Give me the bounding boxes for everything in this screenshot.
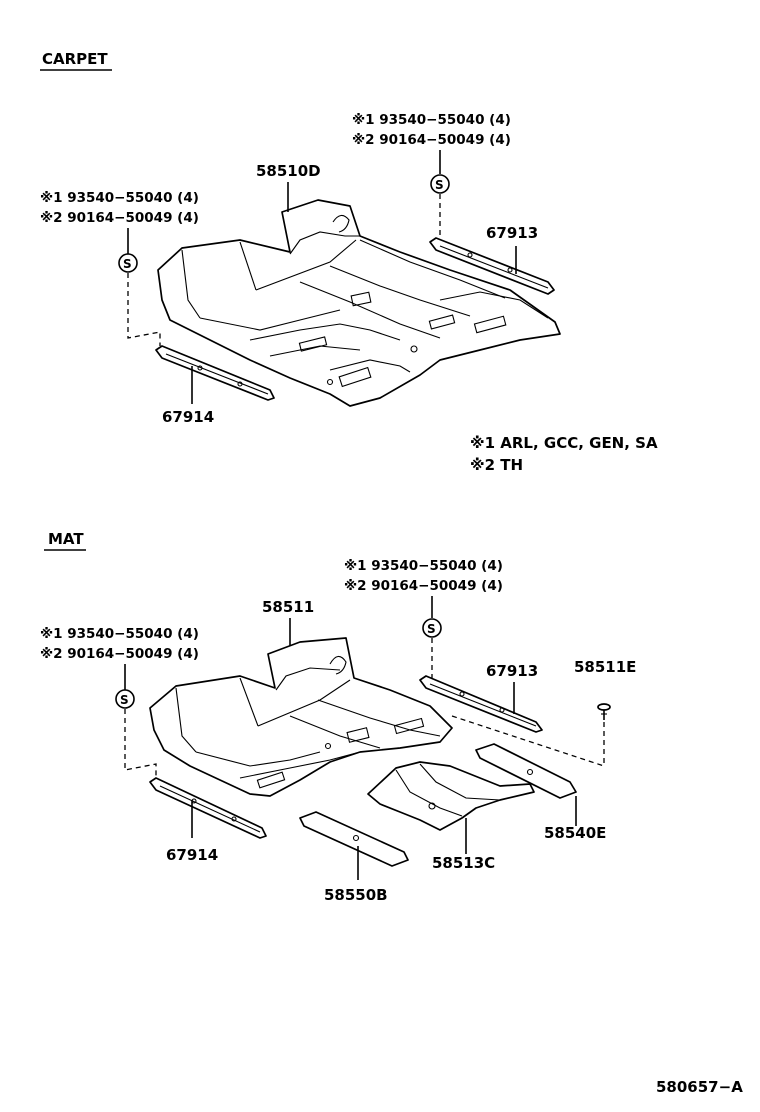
mat-right-screw-symbol: S bbox=[422, 618, 442, 638]
figure-id: 580657−A bbox=[656, 1078, 743, 1096]
carpet-part-67913: 67913 bbox=[486, 224, 538, 242]
mat-part-58550b: 58550B bbox=[324, 886, 388, 904]
carpet-left-note-line2: ※2 90164−50049 (4) bbox=[40, 210, 199, 226]
mat-part-67914: 67914 bbox=[166, 846, 218, 864]
carpet-right-note-line1: ※1 93540−55040 (4) bbox=[352, 112, 511, 128]
carpet-right-screw-symbol: S bbox=[430, 174, 450, 194]
mat-left-screw-label: S bbox=[120, 693, 129, 707]
mat-part-58511e: 58511E bbox=[574, 658, 636, 676]
carpet-left-screw-dash bbox=[127, 273, 161, 346]
carpet-legend-line1: ※1 ARL, GCC, GEN, SA bbox=[470, 434, 658, 452]
carpet-part-58510d: 58510D bbox=[256, 162, 321, 180]
mat-part-67913: 67913 bbox=[486, 662, 538, 680]
mat-part-58540e: 58540E bbox=[544, 824, 606, 842]
carpet-left-note-line1: ※1 93540−55040 (4) bbox=[40, 190, 199, 206]
mat-pad-58540e-drawing bbox=[475, 743, 577, 799]
carpet-plate-67914-drawing bbox=[155, 345, 275, 401]
mat-right-note-line1: ※1 93540−55040 (4) bbox=[344, 558, 503, 574]
mat-part-58513c: 58513C bbox=[432, 854, 495, 872]
mat-right-note-line2: ※2 90164−50049 (4) bbox=[344, 578, 503, 594]
mat-58511-drawing bbox=[149, 637, 453, 797]
mat-right-screw-label: S bbox=[427, 622, 436, 636]
mat-pad-58550b-drawing bbox=[299, 811, 409, 867]
mat-plate-67914-drawing bbox=[149, 777, 267, 839]
mat-left-note-line1: ※1 93540−55040 (4) bbox=[40, 626, 199, 642]
carpet-right-note-line2: ※2 90164−50049 (4) bbox=[352, 132, 511, 148]
mat-part-58511: 58511 bbox=[262, 598, 314, 616]
mat-cover-58513c-drawing bbox=[367, 761, 535, 831]
carpet-58510d-drawing bbox=[157, 199, 561, 407]
carpet-legend-line2: ※2 TH bbox=[470, 456, 523, 474]
mat-left-screw-symbol: S bbox=[115, 689, 135, 709]
carpet-plate-67913-drawing bbox=[429, 237, 555, 295]
carpet-right-screw-label: S bbox=[435, 178, 444, 192]
section-title-carpet: CARPET bbox=[42, 50, 108, 68]
mat-left-screw-dash bbox=[124, 709, 157, 780]
carpet-part-67914: 67914 bbox=[162, 408, 214, 426]
carpet-left-screw-symbol: S bbox=[118, 253, 138, 273]
mat-clip-58511e-drawing bbox=[597, 703, 611, 720]
mat-left-note-line2: ※2 90164−50049 (4) bbox=[40, 646, 199, 662]
mat-plate-67913-drawing bbox=[419, 675, 543, 733]
carpet-left-screw-label: S bbox=[123, 257, 132, 271]
section-title-mat: MAT bbox=[48, 530, 84, 548]
